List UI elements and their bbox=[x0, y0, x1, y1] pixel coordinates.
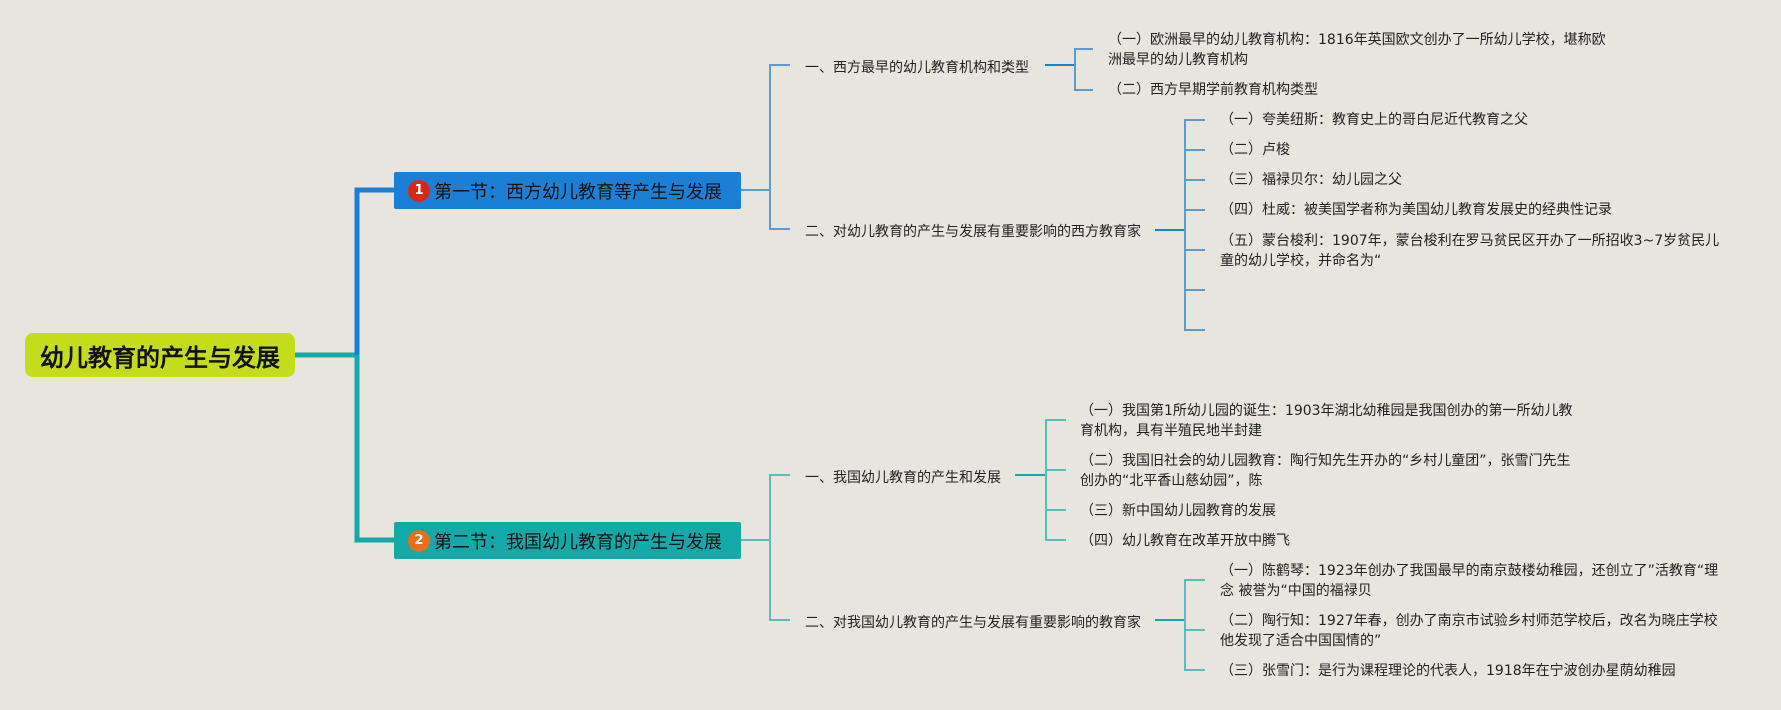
section-1-number-badge: 1 bbox=[408, 179, 430, 202]
section2-topic-connectors bbox=[741, 419, 1205, 671]
leaf-text: （二）西方早期学前教育机构类型 bbox=[1108, 82, 1318, 98]
section-1-node[interactable]: 1 第一节：西方幼儿教育等产生与发展 bbox=[394, 172, 741, 209]
leaf-node[interactable]: （四）幼儿教育在改革开放中腾飞 bbox=[1080, 531, 1580, 551]
topic-node[interactable]: 一、我国幼儿教育的产生和发展 bbox=[805, 467, 1001, 487]
section1-connector bbox=[354, 187, 394, 355]
leaf-node[interactable]: （三）张雪门：是行为课程理论的代表人，1918年在宁波创办星荫幼稚园 bbox=[1220, 661, 1720, 681]
leaf-text: （五）蒙台梭利：1907年，蒙台梭利在罗马贫民区开办了一所招收3~7岁贫民儿童的… bbox=[1220, 233, 1720, 269]
section2-connector bbox=[354, 355, 394, 543]
leaf-node[interactable]: （一）我国第1所幼儿园的诞生：1903年湖北幼稚园是我国创办的第一所幼儿教育机构… bbox=[1080, 401, 1580, 441]
leaf-text: （二）陶行知：1927年春，创办了南京市试验乡村师范学校后，改名为晓庄学校他发现… bbox=[1220, 613, 1718, 649]
leaf-text: （四）杜威：被美国学者称为美国幼儿教育发展史的经典性记录 bbox=[1220, 202, 1612, 218]
leaf-text: （四）幼儿教育在改革开放中腾飞 bbox=[1080, 533, 1290, 549]
topic-node[interactable]: 一、西方最早的幼儿教育机构和类型 bbox=[805, 57, 1029, 77]
leaf-node[interactable]: （二）我国旧社会的幼儿园教育：陶行知先生开办的“乡村儿童团”，张雪门先生创办的“… bbox=[1080, 451, 1580, 491]
topic-title: 一、我国幼儿教育的产生和发展 bbox=[805, 470, 1001, 486]
leaf-node[interactable]: （一）夸美纽斯：教育史上的哥白尼近代教育之父 bbox=[1220, 110, 1720, 130]
section1-topic-connectors bbox=[741, 48, 1205, 331]
topic-node[interactable]: 二、对幼儿教育的产生与发展有重要影响的西方教育家 bbox=[805, 221, 1141, 241]
leaf-node[interactable]: （二）西方早期学前教育机构类型 bbox=[1108, 80, 1608, 100]
root-node[interactable]: 幼儿教育的产生与发展 bbox=[25, 333, 295, 377]
leaf-node[interactable]: （四）杜威：被美国学者称为美国幼儿教育发展史的经典性记录 bbox=[1220, 200, 1720, 220]
leaf-text: （一）夸美纽斯：教育史上的哥白尼近代教育之父 bbox=[1220, 112, 1528, 128]
leaf-text: （三）新中国幼儿园教育的发展 bbox=[1080, 503, 1276, 519]
root-title: 幼儿教育的产生与发展 bbox=[40, 343, 280, 372]
leaf-node[interactable]: （二）陶行知：1927年春，创办了南京市试验乡村师范学校后，改名为晓庄学校他发现… bbox=[1220, 611, 1720, 651]
topic-title: 二、对我国幼儿教育的产生与发展有重要影响的教育家 bbox=[805, 615, 1141, 631]
leaf-text: （一）陈鹤琴：1923年创办了我国最早的南京鼓楼幼稚园，还创立了”活教育“理念 … bbox=[1220, 563, 1719, 599]
section-2-title: 第二节：我国幼儿教育的产生与发展 bbox=[434, 531, 722, 553]
leaf-text: （二）卢梭 bbox=[1220, 142, 1290, 158]
leaf-text: （三）张雪门：是行为课程理论的代表人，1918年在宁波创办星荫幼稚园 bbox=[1220, 663, 1676, 679]
leaf-node[interactable]: （三）新中国幼儿园教育的发展 bbox=[1080, 501, 1580, 521]
topic-title: 一、西方最早的幼儿教育机构和类型 bbox=[805, 60, 1029, 76]
leaf-text: （一）欧洲最早的幼儿教育机构：1816年英国欧文创办了一所幼儿学校，堪称欧洲最早… bbox=[1108, 32, 1606, 68]
leaf-text: （三）福禄贝尔：幼儿园之父 bbox=[1220, 172, 1402, 188]
leaf-node[interactable]: （一）陈鹤琴：1923年创办了我国最早的南京鼓楼幼稚园，还创立了”活教育“理念 … bbox=[1220, 561, 1720, 601]
leaf-node[interactable]: （二）卢梭 bbox=[1220, 140, 1720, 160]
section-2-node[interactable]: 2 第二节：我国幼儿教育的产生与发展 bbox=[394, 522, 741, 559]
topic-node[interactable]: 二、对我国幼儿教育的产生与发展有重要影响的教育家 bbox=[805, 612, 1141, 632]
leaf-text: （一）我国第1所幼儿园的诞生：1903年湖北幼稚园是我国创办的第一所幼儿教育机构… bbox=[1080, 403, 1573, 439]
leaf-node[interactable]: （三）福禄贝尔：幼儿园之父 bbox=[1220, 170, 1720, 190]
leaf-node[interactable]: （一）欧洲最早的幼儿教育机构：1816年英国欧文创办了一所幼儿学校，堪称欧洲最早… bbox=[1108, 30, 1608, 70]
topic-title: 二、对幼儿教育的产生与发展有重要影响的西方教育家 bbox=[805, 224, 1141, 240]
leaf-node[interactable]: （五）蒙台梭利：1907年，蒙台梭利在罗马贫民区开办了一所招收3~7岁贫民儿童的… bbox=[1220, 231, 1725, 271]
leaf-text: （二）我国旧社会的幼儿园教育：陶行知先生开办的“乡村儿童团”，张雪门先生创办的“… bbox=[1080, 453, 1571, 489]
section-2-number-badge: 2 bbox=[408, 529, 430, 552]
section-1-title: 第一节：西方幼儿教育等产生与发展 bbox=[434, 181, 722, 203]
